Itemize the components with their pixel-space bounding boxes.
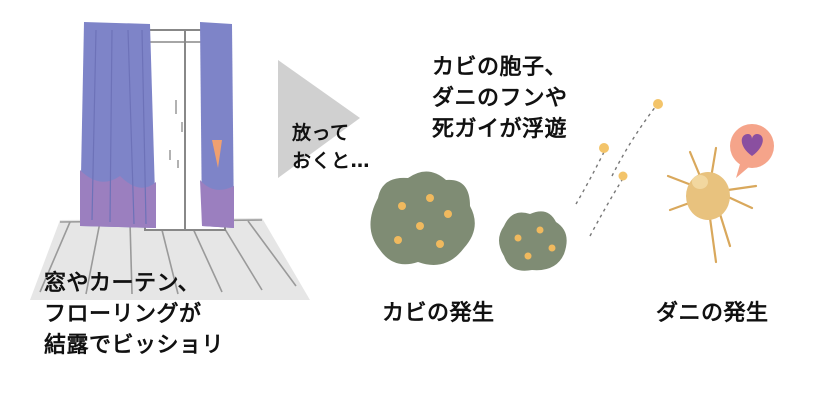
caption-line: おくと… — [292, 149, 371, 172]
mold-cluster-small-icon — [499, 211, 567, 271]
mold-cluster-icon — [370, 171, 475, 265]
curtain-window-icon — [80, 22, 234, 228]
caption-window-condensation: 窓やカーテン、 フローリングが 結露でビッショリ — [44, 268, 224, 362]
caption-line: 窓やカーテン、 — [44, 271, 201, 296]
caption-line: カビの胞子、 — [432, 55, 568, 80]
caption-line: 結露でビッショリ — [44, 333, 225, 359]
arrow-right-icon — [278, 60, 360, 178]
mite-icon — [666, 146, 758, 264]
caption-line: ダニのフンや — [432, 86, 568, 112]
caption-airborne-particles: カビの胞子、 ダニのフンや 死ガイが浮遊 — [432, 52, 567, 146]
caption-line: 放って — [292, 122, 350, 144]
caption-line: フローリングが — [44, 302, 202, 328]
label-mold-growth: カビの発生 — [382, 301, 495, 326]
caption-if-left: 放って おくと… — [292, 120, 370, 175]
label-mite-growth: ダニの発生 — [656, 301, 769, 326]
caption-line: 死ガイが浮遊 — [432, 117, 568, 143]
spore-icons — [575, 99, 663, 237]
heart-bubble-icon — [730, 124, 774, 178]
